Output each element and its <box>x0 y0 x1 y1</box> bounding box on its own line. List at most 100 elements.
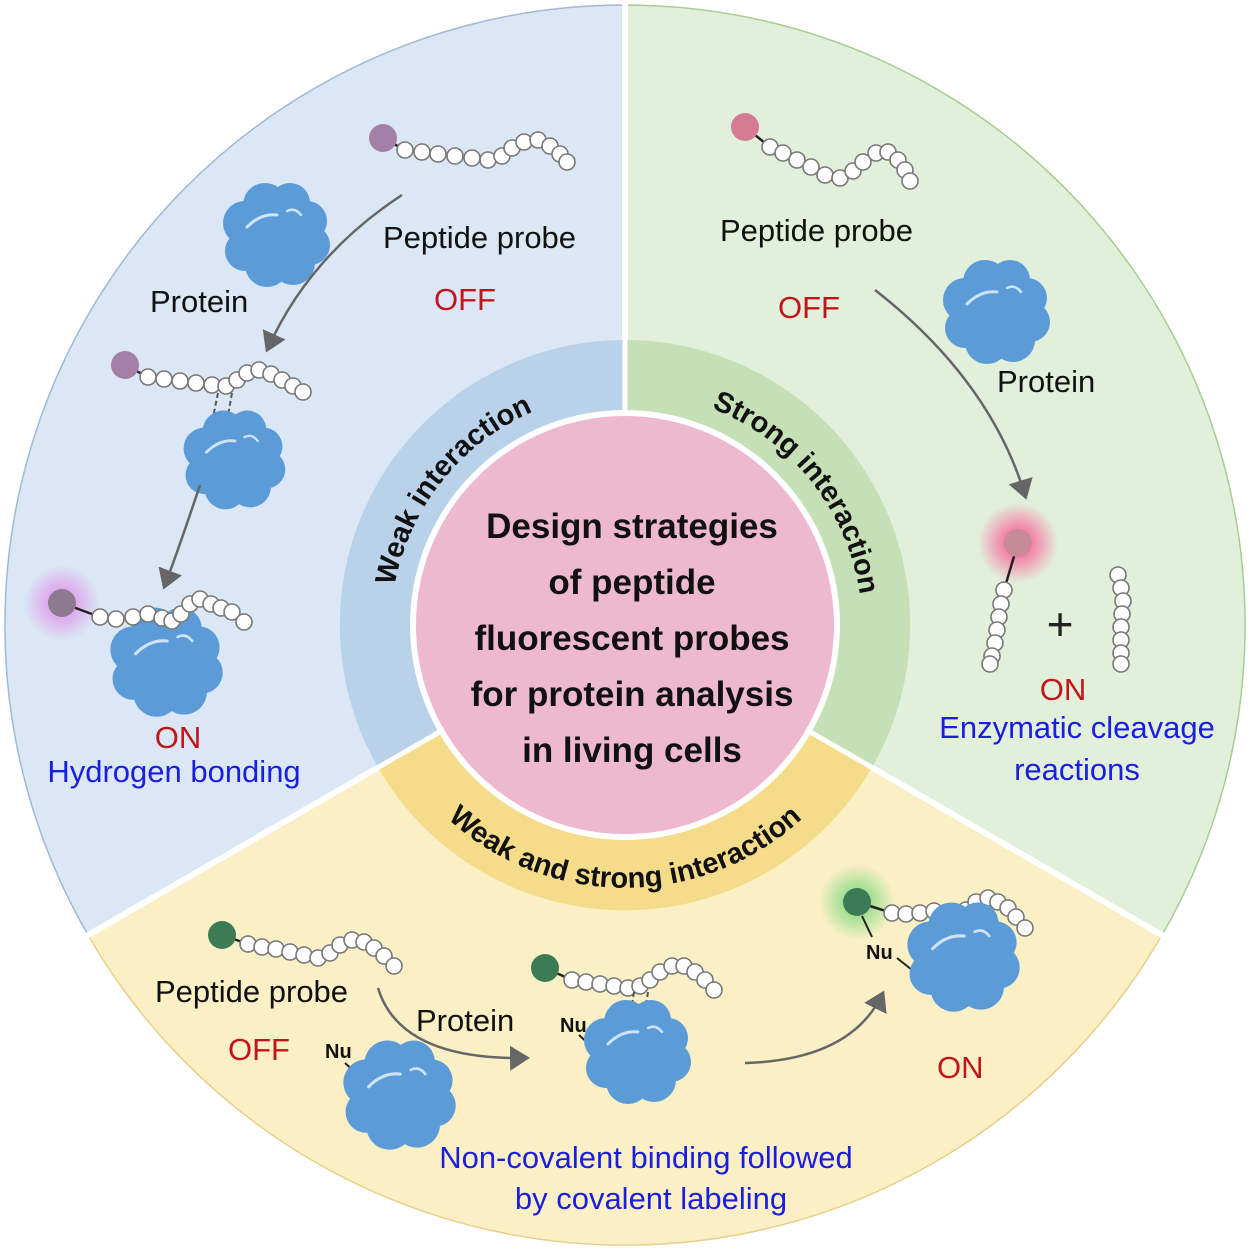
protein-lobe <box>200 425 266 491</box>
off-label: OFF <box>778 290 840 325</box>
amino-acid-bead <box>396 141 414 159</box>
protein-lobe <box>241 199 309 267</box>
arrow-icon <box>262 193 403 353</box>
fluorophore-icon <box>48 589 76 617</box>
protein-highlight <box>1005 285 1023 294</box>
protein-highlight <box>243 434 259 443</box>
protein-highlight <box>285 208 303 217</box>
amino-acid-bead <box>901 172 919 190</box>
protein-highlight <box>245 213 279 229</box>
mechanism-label: Non-covalent binding followed <box>439 1140 853 1175</box>
arrow-icon <box>376 987 530 1071</box>
fluorophore-icon <box>111 351 139 379</box>
center-title-line: in living cells <box>522 731 742 770</box>
on-label: ON <box>155 720 202 755</box>
amino-acid-bead <box>171 372 189 390</box>
peptide-probe-icon <box>369 124 576 171</box>
protein-label: Protein <box>416 1003 514 1038</box>
amino-acid-bead <box>187 374 205 392</box>
center-title-line: fluorescent probes <box>474 619 789 658</box>
fluorophore-icon <box>843 888 871 916</box>
fluorophore-icon <box>731 113 759 141</box>
protein-lobe <box>926 919 998 991</box>
protein-icon <box>943 260 1050 364</box>
protein-highlight <box>606 1030 640 1046</box>
amino-acid-bead <box>91 608 109 626</box>
mechanism-label: by covalent labeling <box>515 1181 787 1216</box>
fluorophore-icon <box>208 921 236 949</box>
fluorophore-icon <box>1004 529 1032 557</box>
peptide-probe-label: Peptide probe <box>383 220 576 255</box>
protein-icon <box>183 410 286 510</box>
peptide-probe-icon <box>531 954 723 999</box>
arrow-icon <box>744 990 887 1065</box>
protein-icon <box>584 1000 691 1104</box>
amino-acid-bead <box>139 368 157 386</box>
amino-acid-bead <box>1112 655 1130 673</box>
amino-acid-bead <box>124 608 142 626</box>
center-title-line: for protein analysis <box>471 675 794 714</box>
amino-acid-bead <box>235 613 253 631</box>
amino-acid-bead <box>558 153 576 171</box>
peptide-probe-icon <box>48 589 253 631</box>
amino-acid-bead <box>446 147 464 165</box>
protein-highlight <box>973 929 991 938</box>
off-label: OFF <box>228 1032 290 1067</box>
nucleophile-label: Nu <box>866 942 893 964</box>
protein-label: Protein <box>150 284 248 319</box>
center-title-line: Design strategies <box>486 507 778 546</box>
protein-highlight <box>646 1025 664 1034</box>
amino-acid-bead <box>981 655 999 673</box>
protein-lobe <box>129 624 201 696</box>
peptide-fragment-icon <box>981 529 1032 673</box>
on-label: ON <box>1040 672 1087 707</box>
center-circle <box>410 410 840 840</box>
arrow-icon <box>158 484 202 590</box>
protein-highlight <box>367 1072 402 1089</box>
amino-acid-bead <box>854 153 872 171</box>
off-label: OFF <box>434 282 496 317</box>
peptide-fragment-icon <box>1109 566 1132 673</box>
bond-line <box>896 957 913 971</box>
protein-highlight <box>134 639 169 656</box>
peptide-probe-label: Peptide probe <box>720 213 913 248</box>
weak-sector-content: Peptide probe Protein OFF ON Hydrogen bo… <box>24 124 576 789</box>
protein-icon <box>907 902 1020 1012</box>
amino-acid-bead <box>223 603 241 621</box>
protein-lobe <box>602 1016 670 1084</box>
mechanism-label: Enzymatic cleavage <box>939 710 1215 745</box>
protein-highlight <box>176 634 194 643</box>
amino-acid-bead <box>294 383 312 401</box>
amino-acid-bead <box>1016 919 1034 937</box>
protein-highlight <box>965 290 999 306</box>
nucleophile-label: Nu <box>560 1015 587 1037</box>
protein-highlight <box>204 439 237 454</box>
peptide-probe-icon <box>731 113 919 190</box>
protein-label: Protein <box>997 364 1095 399</box>
plus-sign: + <box>1047 598 1074 650</box>
amino-acid-bead <box>413 143 431 161</box>
mechanism-label: reactions <box>1014 752 1140 787</box>
protein-icon <box>343 1040 456 1150</box>
bond-line <box>861 915 873 938</box>
amino-acid-bead <box>816 166 834 184</box>
protein-lobe <box>362 1057 434 1129</box>
amino-acid-bead <box>705 981 723 999</box>
both-sector-content: Peptide probe Protein OFF Nu Nu Nu ON No… <box>155 864 1034 1216</box>
peptide-probe-label: Peptide probe <box>155 974 348 1009</box>
nucleophile-label: Nu <box>325 1041 352 1063</box>
peptide-probe-icon <box>208 921 403 975</box>
fluorophore-icon <box>369 124 397 152</box>
arrow-icon <box>874 289 1033 500</box>
protein-highlight <box>409 1067 427 1076</box>
amino-acid-bead <box>429 145 447 163</box>
amino-acid-bead <box>155 370 173 388</box>
on-label: ON <box>937 1050 984 1085</box>
fluorophore-icon <box>531 954 559 982</box>
protein-highlight <box>931 934 966 951</box>
mechanism-label: Hydrogen bonding <box>47 754 300 789</box>
amino-acid-bead <box>788 151 806 169</box>
amino-acid-bead <box>385 957 403 975</box>
amino-acid-bead <box>463 149 481 167</box>
